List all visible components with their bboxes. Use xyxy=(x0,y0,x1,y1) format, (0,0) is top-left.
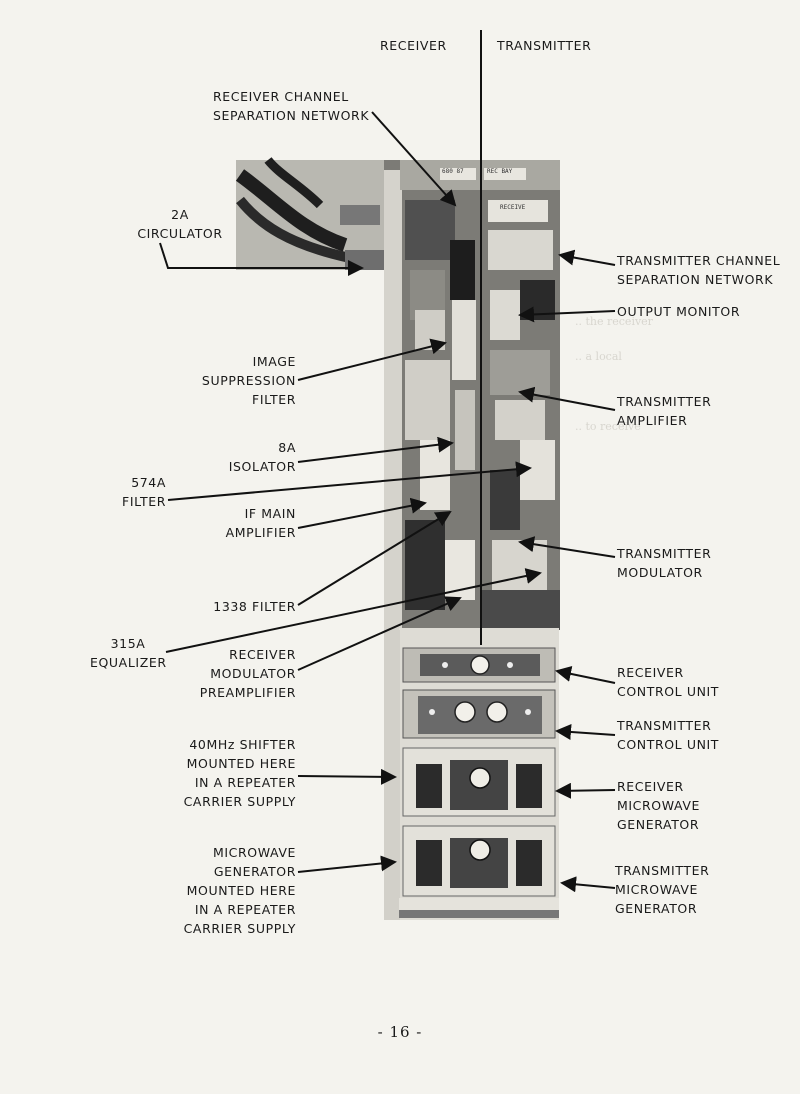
label-if-main-amplifier: IF MAIN AMPLIFIER xyxy=(225,506,296,540)
label-transmitter-modulator: TRANSMITTER MODULATOR xyxy=(617,546,712,580)
transmitter-header: TRANSMITTER xyxy=(497,38,592,53)
panel-tag-3: RECEIVE xyxy=(500,204,526,211)
label-8a-isolator: 8A ISOLATOR xyxy=(228,440,296,474)
label-574a-filter: 574A FILTER xyxy=(122,475,166,509)
label-transmitter-control-unit: TRANSMITTER CONTROL UNIT xyxy=(617,718,720,752)
svg-text:.. to receive: .. to receive xyxy=(575,420,641,433)
label-transmitter-channel-separation-network: TRANSMITTER CHANNEL SEPARATION NETWORK xyxy=(617,253,781,287)
page-number: - 16 - xyxy=(377,1023,423,1041)
label-transmitter-microwave-generator: TRANSMITTER MICROWAVE GENERATOR xyxy=(615,863,710,916)
svg-text:.. the receiver: .. the receiver xyxy=(575,315,654,328)
label-image-suppression-filter: IMAGE SUPPRESSION FILTER xyxy=(201,354,296,407)
receiver-header: RECEIVER xyxy=(380,38,447,53)
label-receiver-microwave-generator: RECEIVER MICROWAVE GENERATOR xyxy=(617,779,701,832)
label-315a-equalizer: 315A EQUALIZER xyxy=(90,636,167,670)
label-receiver-control-unit: RECEIVER CONTROL UNIT xyxy=(617,665,720,699)
label-1338-filter: 1338 FILTER xyxy=(213,599,296,614)
svg-text:.. a local: .. a local xyxy=(575,350,622,363)
label-receiver-channel-separation-network: RECEIVER CHANNEL SEPARATION NETWORK xyxy=(213,89,370,123)
panel-tag-1: 680 87 xyxy=(442,168,464,175)
label-output-monitor: OUTPUT MONITOR xyxy=(617,304,741,319)
label-microwave-generator-left: MICROWAVE GENERATOR MOUNTED HERE IN A RE… xyxy=(183,845,296,936)
label-40mhz-shifter: 40MHz SHIFTER MOUNTED HERE IN A REPEATER… xyxy=(183,737,296,809)
label-2a-circulator: 2A CIRCULATOR xyxy=(137,207,223,241)
panel-tag-2: REC BAY xyxy=(487,168,513,175)
label-receiver-modulator-preamplifier: RECEIVER MODULATOR PREAMPLIFIER xyxy=(199,647,296,700)
label-transmitter-amplifier: TRANSMITTER AMPLIFIER xyxy=(617,394,712,428)
